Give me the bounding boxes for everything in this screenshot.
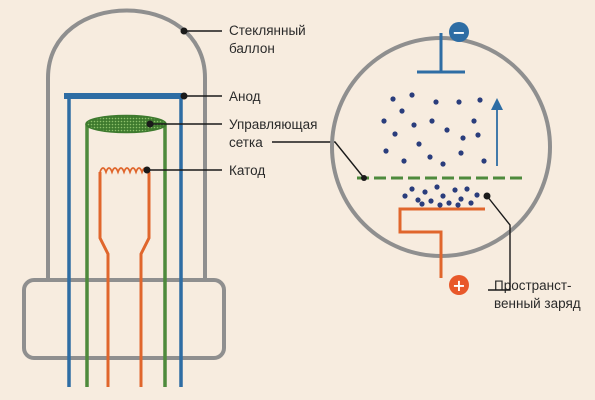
cathode-label: Катод [229, 163, 265, 178]
electron [471, 118, 477, 124]
bulb-label-line2: баллон [229, 41, 275, 56]
electron [475, 132, 481, 138]
electron [419, 201, 425, 207]
cathode-left-lead [98, 172, 110, 387]
cathode-leader-dot [143, 166, 151, 174]
electron [444, 127, 450, 133]
electron [381, 118, 387, 124]
electron [390, 96, 396, 102]
space-charge-leader-dot [483, 192, 491, 200]
plus-sign: + [452, 276, 465, 295]
electron [474, 192, 480, 198]
detail-cathode [398, 207, 485, 278]
electron [401, 158, 407, 164]
space-charge-label-line2: венный заряд [494, 296, 581, 311]
electron [415, 197, 421, 203]
vacuum-tube [22, 8, 226, 387]
electron [440, 193, 446, 199]
electron-cloud-upper [381, 92, 487, 167]
cathode-filament [99, 167, 150, 175]
electron [429, 118, 435, 124]
grid-label-line1: Управляющая [229, 117, 317, 132]
arrow-up-icon [491, 98, 503, 110]
left-leaders [143, 27, 365, 179]
electron [434, 184, 440, 190]
cathode-right-lead [139, 172, 151, 387]
bulb-label-line1: Стеклянный [229, 23, 306, 38]
electron [440, 161, 446, 167]
minus-sign: − [452, 23, 465, 42]
space-charge-leader [486, 195, 511, 291]
electron [428, 198, 434, 204]
electron [402, 193, 408, 199]
grid-leader-dot [146, 120, 154, 128]
detail-grid-dot [361, 175, 367, 181]
plus-circle-icon [449, 275, 469, 295]
bulb-leader-dot [180, 27, 188, 35]
electron [446, 200, 452, 206]
electron [456, 99, 462, 105]
grid-leader-to-detail [272, 141, 365, 179]
tube-base [22, 278, 226, 360]
electron [392, 131, 398, 137]
electron [460, 135, 466, 141]
electron [427, 154, 433, 160]
detail-circle-group: − + [330, 22, 552, 295]
electron [477, 97, 483, 103]
electron [416, 141, 422, 147]
electron [481, 158, 487, 164]
anode-plate [64, 93, 186, 99]
space-charge-label-line1: Пространст- [494, 278, 572, 293]
electron [422, 189, 428, 195]
electron [458, 196, 464, 202]
electron [383, 148, 389, 154]
labels: Стеклянный баллон Анод Управляющая сетка… [229, 23, 581, 311]
electron [455, 202, 461, 208]
electron [409, 92, 415, 98]
electron [433, 99, 439, 105]
electron [458, 150, 464, 156]
anode-leader-dot [180, 92, 188, 100]
electron [409, 186, 415, 192]
anode-label: Анод [229, 89, 261, 104]
minus-circle-icon [449, 22, 469, 42]
glass-bulb [46, 8, 207, 282]
electron-cloud-space-charge [402, 184, 480, 208]
grid-label-line2: сетка [229, 135, 263, 150]
electron [399, 108, 405, 114]
electron [464, 186, 470, 192]
electron [411, 122, 417, 128]
electron [468, 200, 474, 206]
electron [452, 187, 458, 193]
electron [437, 202, 443, 208]
